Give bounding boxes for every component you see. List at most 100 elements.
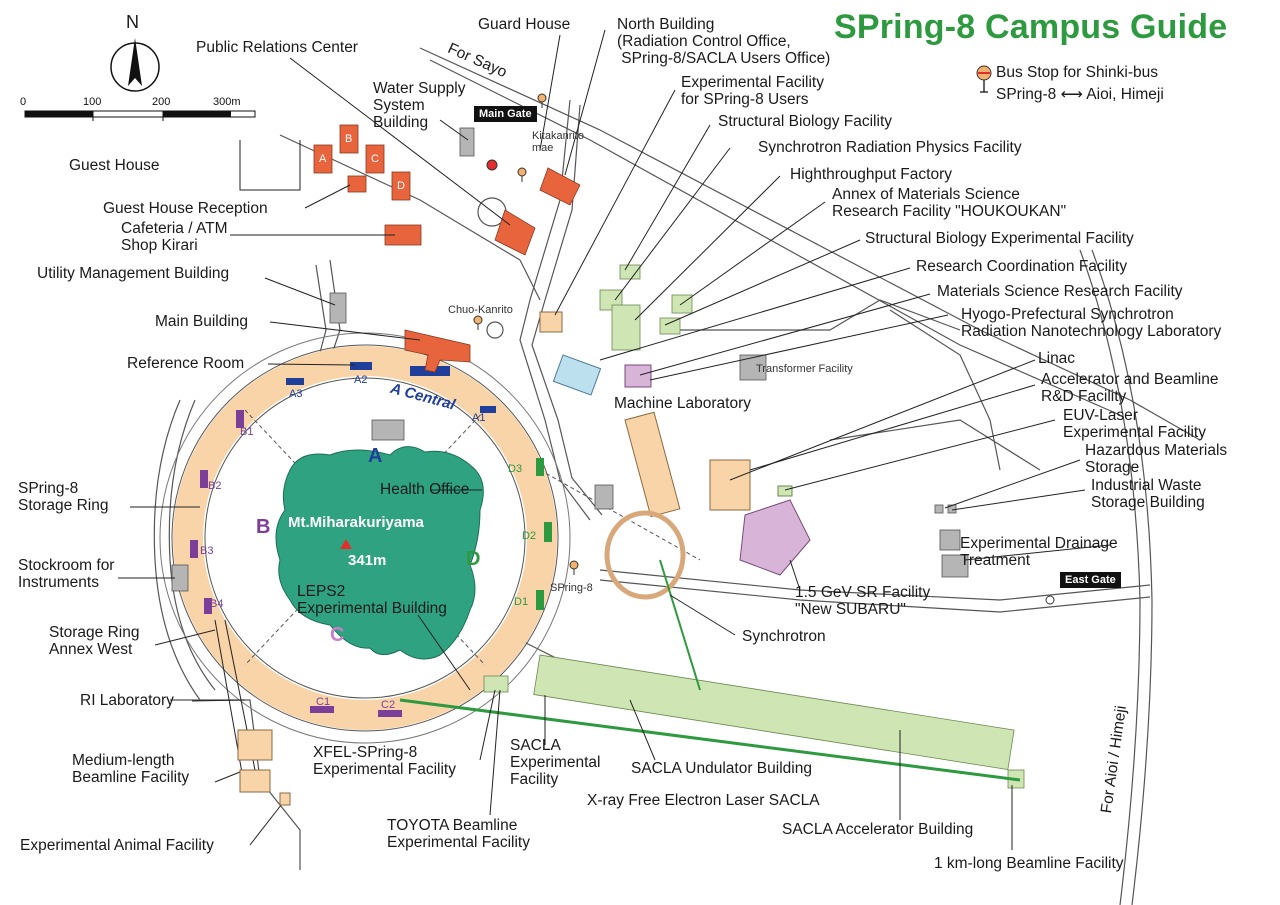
label-machine-lab: Machine Laboratory [614,395,751,412]
label-km-beamline: 1 km-long Beamline Facility [934,855,1124,872]
label-xray-fel: X-ray Free Electron Laser SACLA [587,792,820,809]
storage-ring [159,332,571,744]
label-transformer: Transformer Facility [756,363,853,375]
guest-block-label: A [319,153,327,165]
bus-stop-chuo: Chuo-Kanrito [448,304,513,316]
legend-bus-stop: Bus Stop for Shinki-bus [996,64,1158,81]
label-research-coord: Research Coordination Facility [916,258,1128,275]
label-medium-beamline: Medium-length Beamline Facility [72,752,190,786]
segment-label: A3 [289,388,303,400]
guest-block-label: C [371,153,379,165]
guest-block-label: D [397,180,405,192]
xfel-beamline [399,698,1021,782]
label-hazardous: Hazardous Materials Storage [1085,442,1228,476]
label-ri-lab: RI Laboratory [80,692,174,709]
segment-label: C2 [381,699,396,711]
scale-tick: 100 [83,96,102,108]
segment-label: A1 [472,412,486,424]
segment-label: B4 [210,598,224,610]
segment-label: D2 [522,530,537,542]
label-guest-house: Guest House [69,157,160,174]
label-leps2: LEPS2 Experimental Building [297,583,447,617]
label-industrial-waste: Industrial Waste Storage Building [1091,477,1205,511]
segment-label: C1 [316,696,331,708]
label-annex-materials: Annex of Materials Science Research Faci… [832,186,1067,220]
mountain-name: Mt.Miharakuriyama [288,514,424,531]
guest-block-label: B [345,133,353,145]
label-public-relations: Public Relations Center [196,39,358,56]
segment-label: A2 [354,374,368,386]
segment-label: D3 [508,463,523,475]
label-utility: Utility Management Building [37,265,230,282]
label-xfel-exp: XFEL-SPring-8 Experimental Facility [313,744,456,778]
label-linac: Linac [1038,350,1076,367]
east-gate-label: East Gate [1060,572,1121,588]
ring-exp-building [539,311,563,333]
label-sync-rad-physics: Synchrotron Radiation Physics Facility [758,139,1022,156]
research-coord-building [552,354,602,396]
visitor-buildings [313,124,581,373]
sector-b: B [256,516,271,538]
gray-buildings [171,127,969,592]
compass-north-label: N [126,12,139,32]
scale-tick: 300m [213,96,241,108]
label-guard-house: Guard House [478,16,571,33]
label-cafeteria: Cafeteria / ATM Shop Kirari [121,220,228,254]
linac-building [709,459,751,511]
label-main-building: Main Building [155,313,249,330]
label-exp-drainage: Experimental Drainage Treatment [960,535,1118,569]
label-sacla-undulator: SACLA Undulator Building [631,760,812,777]
label-water-supply: Water Supply System Building [373,80,466,131]
legend-bus-route: SPring-8 ⟷ Aioi, Himeji [996,86,1164,103]
scale-bar [24,110,256,121]
sector-a: A [368,445,383,467]
scale-tick: 200 [152,96,171,108]
new-subaru-building [739,499,811,576]
bus-stop-legend-icon [976,65,992,93]
label-stockroom: Stockroom for Instruments [18,557,115,591]
mountain-area [275,446,484,660]
label-sacla-exp: SACLA Experimental Facility [510,737,601,788]
label-animal: Experimental Animal Facility [20,837,214,854]
label-euv-laser: EUV-Laser Experimental Facility [1063,407,1206,441]
xfel-rail [659,559,701,691]
segment-label: B1 [240,426,254,438]
mountain-height: 341m [348,552,387,569]
euv-building [777,485,793,497]
label-synchrotron: Synchrotron [742,628,826,645]
medium-beamline-building [239,769,271,793]
label-storage-ring: SPring-8 Storage Ring [18,480,109,514]
label-materials-science: Materials Science Research Facility [937,283,1183,300]
label-exp-facility-users: Experimental Facility for SPring-8 Users [681,74,824,108]
roundabout [486,321,504,339]
sector-d: D [466,548,481,570]
research-buildings [483,264,1025,789]
label-toyota: TOYOTA Beamline Experimental Facility [387,817,530,851]
scale-tick: 0 [20,96,27,108]
segment-label: B3 [200,545,214,557]
bus-stop-kitakanrito: Kitakanrito mae [532,130,584,154]
hyogo-building [624,364,652,388]
label-highthroughput: Highthroughput Factory [790,166,952,183]
synchrotron-ring [604,510,686,600]
map-title: SPring-8 Campus Guide [834,8,1228,46]
medium-beamline-building [237,729,273,761]
label-structural-bio: Structural Biology Facility [718,113,893,130]
label-hyogo: Hyogo-Prefectural Synchrotron Radiation … [961,306,1222,340]
label-sacla-accel: SACLA Accelerator Building [782,821,974,838]
label-accel-beamline: Accelerator and Beamline R&D Facility [1041,371,1219,405]
bus-stop-icons [473,93,1055,605]
label-storage-annex: Storage Ring Annex West [49,624,140,658]
leader-lines [118,29,1111,850]
machine-lab [624,411,681,518]
summit-icon [340,539,352,549]
segment-label: D1 [514,596,529,608]
label-reference-room: Reference Room [127,355,245,372]
label-new-subaru: 1.5 GeV SR Facility "New SUBARU" [795,584,931,618]
compass-icon [110,38,160,92]
segment-label: B2 [208,480,222,492]
label-guest-reception: Guest House Reception [103,200,268,217]
label-health-office: Health Office [380,481,470,498]
animal-facility [279,792,291,806]
